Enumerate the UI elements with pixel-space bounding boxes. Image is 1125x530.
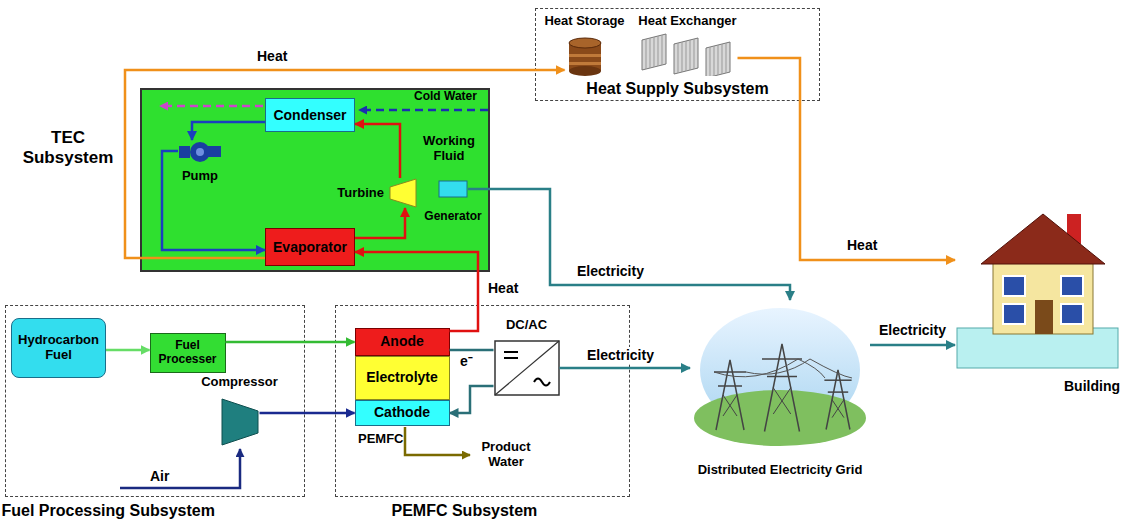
part-label: PEMFC: [358, 432, 404, 447]
gen-drawing: [438, 180, 468, 198]
air-line: [120, 449, 240, 488]
generator-symbol: Generator: [418, 180, 488, 224]
process-box: Condenser: [265, 98, 355, 132]
fuel-box: Hydrocarbon Fuel: [11, 318, 106, 378]
house-drawing: [955, 200, 1120, 370]
node-label: Heat Storage: [544, 14, 624, 29]
pump-symbol: Pump: [172, 140, 228, 184]
flow-connector: [106, 349, 150, 352]
store-drawing: [565, 36, 605, 76]
group-heading: Fuel Processing Subsystem: [2, 502, 302, 520]
edge-label: Electricity: [575, 263, 646, 279]
node-label: Generator: [424, 210, 481, 224]
electrode-layer: Cathode: [355, 400, 450, 426]
flow-connector: [450, 386, 494, 413]
process-box: Evaporator: [265, 228, 355, 266]
node-label: Hydrocarbon Fuel: [16, 333, 101, 363]
node-label: Compressor: [201, 375, 278, 390]
flow-connector: [260, 412, 355, 415]
part-label: Air: [150, 468, 169, 484]
subsystem-box: TEC SubsystemCondenserEvaporatorPumpTurb…: [140, 88, 490, 272]
node-label: Cathode: [374, 404, 430, 420]
node-label: Condenser: [273, 107, 346, 123]
subsystem-group: PEMFC SubsystemAnodeElectrolyteCathodeDC…: [335, 305, 630, 497]
comp-drawing: [220, 397, 260, 447]
outflow-line: [160, 105, 263, 108]
part-label: Product Water: [476, 440, 536, 470]
grid-illustration: Distributed Electricity Grid: [690, 300, 870, 478]
node-label: DC/AC: [506, 318, 547, 333]
flow-connector: [192, 122, 265, 140]
node-label: Electrolyte: [366, 369, 438, 385]
compressor-symbol: Compressor: [195, 375, 285, 447]
group-heading: Heat Supply Subsystem: [548, 80, 808, 98]
edge-label: Electricity: [877, 322, 948, 338]
node-label: Fuel Processer: [155, 339, 221, 367]
grid-icon: [690, 300, 870, 450]
turbine-icon: [388, 178, 418, 208]
edge-label: e⁻: [458, 353, 475, 369]
grid-drawing: [690, 300, 870, 450]
flow-connector: [468, 189, 790, 300]
group-heading: TEC Subsystem: [18, 128, 118, 167]
flow-connector: [450, 349, 494, 352]
flow-connector: [355, 208, 405, 238]
flow-connector: [125, 70, 565, 258]
node-label: Heat Exchanger: [638, 14, 736, 29]
edge-label: Electricity: [585, 347, 656, 363]
cold-water-line: [359, 109, 488, 112]
edge-label: Heat: [845, 237, 879, 253]
flow-connector: [560, 367, 691, 370]
electrolyte-layer: Electrolyte: [355, 356, 450, 400]
pump-drawing: [178, 140, 222, 164]
node-label: Building: [1064, 378, 1120, 394]
hx-drawing: [638, 32, 738, 76]
water-line: [405, 427, 470, 455]
dcac-icon: [494, 340, 560, 396]
process-box: Fuel Processer: [150, 333, 226, 373]
heat-exchanger: Heat Exchanger: [632, 14, 744, 76]
gen-icon: [438, 180, 468, 198]
flow-connector: [355, 124, 400, 178]
comp-icon: [220, 397, 260, 447]
node-label: Anode: [380, 333, 424, 349]
flow-connector: [870, 344, 955, 347]
flow-connector: [738, 58, 956, 260]
node-label: Distributed Electricity Grid: [698, 463, 863, 478]
part-label: Cold Water: [414, 90, 477, 104]
edge-label: Heat: [255, 48, 289, 64]
turbine-symbol: Turbine: [328, 178, 418, 208]
electrode-layer: Anode: [355, 328, 450, 356]
flow-connector: [226, 341, 355, 344]
group-heading: PEMFC Subsystem: [392, 502, 612, 520]
part-label: Working Fluid: [412, 134, 486, 164]
subsystem-group: Heat Supply Subsystem Heat Storage Heat Ex…: [535, 8, 820, 101]
node-label: Turbine: [337, 186, 384, 201]
house-icon: [955, 200, 1120, 370]
storage-tank: Heat Storage: [540, 14, 630, 76]
edge-label: Heat: [486, 280, 520, 296]
dcac-drawing: [494, 340, 560, 396]
pump-icon: [178, 140, 222, 164]
inverter-box: DC/AC: [492, 318, 562, 396]
node-label: Evaporator: [273, 239, 347, 255]
store-icon: [565, 36, 605, 76]
node-label: Pump: [182, 169, 218, 184]
turbine-drawing: [388, 178, 418, 208]
hx-icon: [638, 32, 738, 76]
flow-connector: [162, 151, 265, 250]
flow-connector: [355, 252, 478, 331]
building-illustration: Building: [955, 200, 1120, 394]
